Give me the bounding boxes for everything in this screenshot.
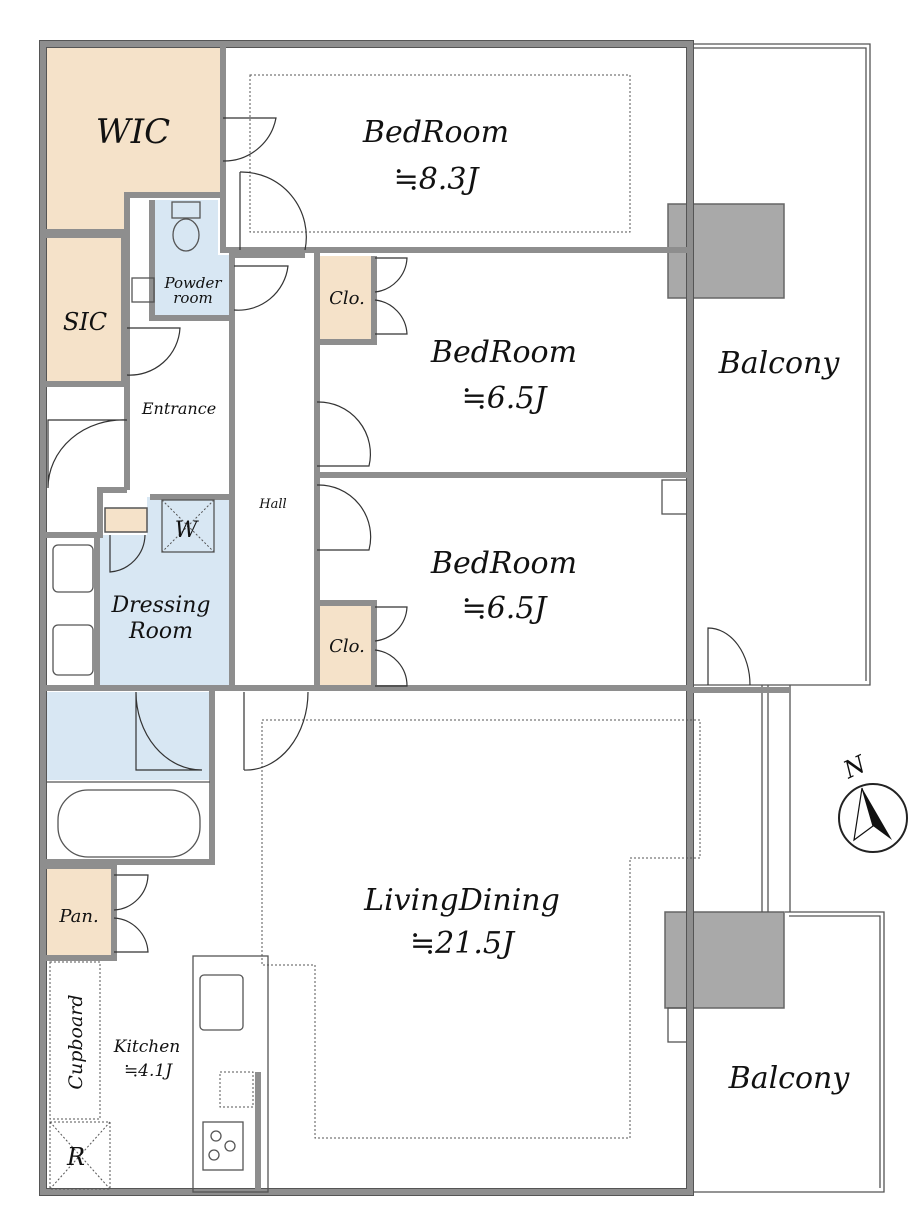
label-kitchen: Kitchen	[113, 1037, 180, 1057]
label-balcony1: Balcony	[718, 346, 841, 381]
sic-area	[47, 237, 124, 382]
basin	[52, 624, 94, 676]
cooktop-icon	[202, 1121, 244, 1171]
basin	[52, 544, 94, 593]
living-dotted	[261, 719, 701, 1139]
label-powder-room: Powder	[163, 274, 222, 292]
label-closet2: Clo.	[329, 636, 365, 657]
small-storage	[104, 507, 148, 533]
doors	[47, 117, 751, 953]
pipe-space	[667, 1007, 689, 1043]
label-bedroom2: BedRoom	[430, 335, 577, 370]
label-bedroom1-size: ≒8.3J	[394, 162, 481, 197]
label-bedroom1: BedRoom	[362, 115, 509, 150]
bathtub-icon	[57, 789, 201, 858]
label-washer: W	[175, 518, 200, 543]
toilet-icon	[172, 218, 200, 252]
wic-area	[47, 47, 221, 232]
balcony1-outline	[690, 43, 871, 686]
sink-counter	[131, 277, 155, 303]
label-bedroom3-size: ≒6.5J	[462, 591, 549, 626]
label-closet1: Clo.	[329, 288, 365, 309]
balcony1-inner	[694, 47, 867, 681]
label-living-dining: LivingDining	[363, 883, 560, 918]
label-entrance: Entrance	[141, 399, 216, 418]
label-pantry: Pan.	[58, 906, 98, 927]
label-refrigerator: R	[66, 1143, 85, 1171]
label-dressing-room: Dressing	[110, 593, 210, 618]
bedroom1-dotted	[249, 74, 631, 233]
kitchen-counter	[192, 955, 269, 1193]
label-kitchen-size: ≒4.1J	[124, 1061, 173, 1081]
north-compass-icon: N	[838, 750, 908, 853]
label-bedroom3: BedRoom	[430, 546, 577, 581]
dishwasher	[219, 1071, 254, 1108]
label-wic: WIC	[96, 112, 170, 152]
compass-north-label: N	[838, 750, 871, 785]
pipe-space	[661, 479, 689, 515]
label-powder-room-2: room	[173, 289, 212, 307]
label-sic: SIC	[63, 308, 107, 336]
balcony2-inner	[789, 915, 881, 1188]
label-balcony2: Balcony	[728, 1061, 851, 1096]
balcony2-outline	[690, 911, 885, 1193]
refrigerator-box	[49, 1121, 111, 1190]
column	[664, 911, 785, 1009]
label-hall: Hall	[258, 497, 286, 512]
washer-box	[161, 499, 215, 553]
label-living-dining-size: ≒21.5J	[410, 926, 516, 961]
toilet-tank	[171, 201, 201, 219]
cupboard-box	[49, 961, 101, 1120]
bath-vanity-area	[47, 692, 210, 780]
pantry-area	[47, 868, 112, 956]
dressing-room-area	[97, 497, 230, 686]
label-dressing-room-2: Room	[128, 619, 193, 644]
label-bedroom2-size: ≒6.5J	[462, 381, 549, 416]
closet1-area	[320, 256, 372, 340]
sink-icon	[199, 974, 244, 1031]
label-cupboard: Cupboard	[65, 994, 87, 1089]
closet2-area	[320, 605, 372, 688]
walls	[39, 40, 790, 1196]
